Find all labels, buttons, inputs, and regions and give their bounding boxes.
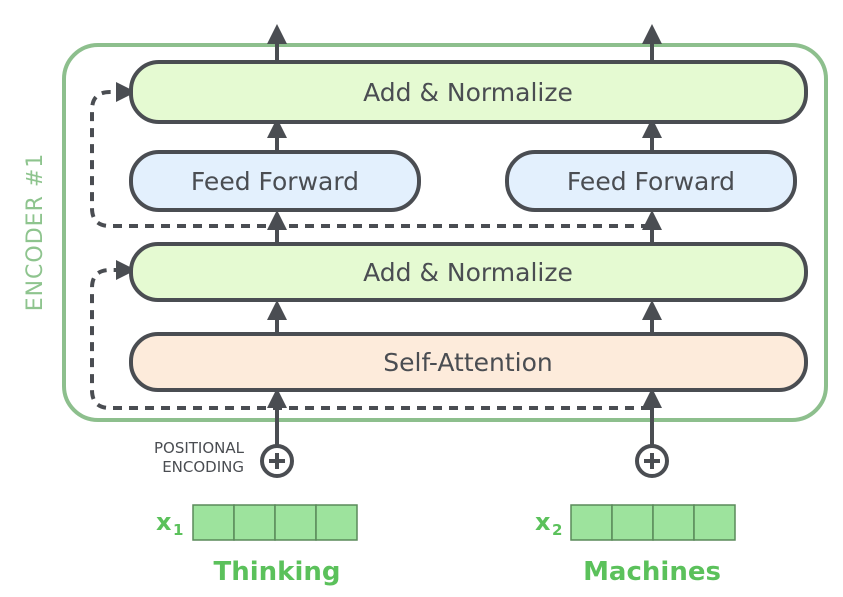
input-x1: x 1 Thinking xyxy=(156,504,358,587)
feed-forward-right-label: Feed Forward xyxy=(567,167,735,196)
positional-encoding-line1: POSITIONAL xyxy=(154,439,245,457)
input-x2-word: Machines xyxy=(583,557,721,587)
feed-forward-left-label: Feed Forward xyxy=(191,167,359,196)
add-normalize-top-block: Add & Normalize xyxy=(129,60,808,124)
positional-encoding-line2: ENCODING xyxy=(162,458,244,476)
feed-forward-left-block: Feed Forward xyxy=(129,150,421,212)
add-normalize-top-label: Add & Normalize xyxy=(363,78,573,107)
add-normalize-bottom-block: Add & Normalize xyxy=(129,242,808,302)
input-x1-symbol: x xyxy=(156,508,172,536)
self-attention-block: Self-Attention xyxy=(129,332,808,392)
input-x1-subscript: 1 xyxy=(173,521,183,539)
input-x2-embedding xyxy=(570,504,736,541)
input-x2-subscript: 2 xyxy=(552,521,562,539)
add-normalize-bottom-label: Add & Normalize xyxy=(363,258,573,287)
plus-circle-icon xyxy=(635,444,669,478)
input-x1-embedding xyxy=(192,504,358,541)
residual-path-top xyxy=(90,82,650,228)
self-attention-label: Self-Attention xyxy=(383,348,552,377)
input-x2-symbol: x xyxy=(535,508,551,536)
residual-path-bottom xyxy=(90,260,650,410)
encoder-frame xyxy=(62,43,828,422)
plus-circle-icon xyxy=(260,444,294,478)
encoder-label: ENCODER #1 xyxy=(23,153,48,312)
input-x1-word: Thinking xyxy=(214,557,341,587)
input-x2: x 2 Machines xyxy=(535,504,736,587)
feed-forward-right-block: Feed Forward xyxy=(505,150,797,212)
